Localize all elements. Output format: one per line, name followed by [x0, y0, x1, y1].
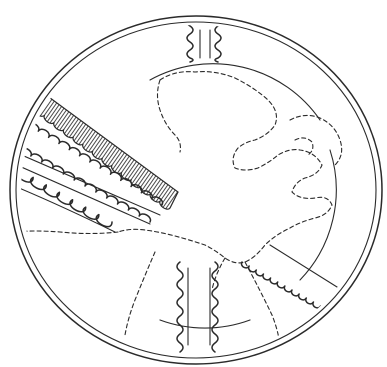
outer-ring-line [10, 16, 382, 364]
bottom-wavy-bar [177, 262, 218, 352]
right-diagonal-wavy-band [241, 245, 345, 320]
inner-circle-arc [150, 64, 336, 328]
top-wavy-bar [187, 18, 221, 62]
outer-double-ring [10, 16, 382, 364]
lower-left-loops [12, 170, 115, 232]
